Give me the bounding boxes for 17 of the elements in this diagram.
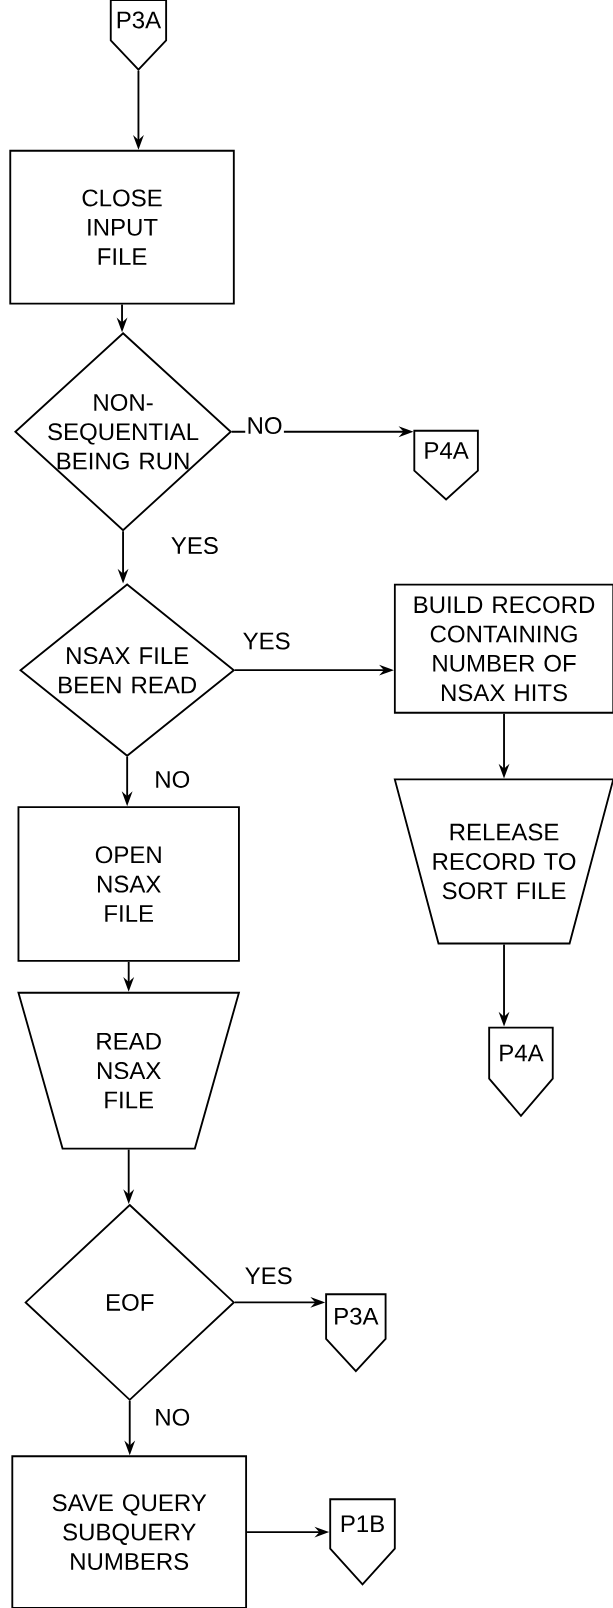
off-page-connector: P4A [488,1026,554,1118]
edge-label: NO [152,1407,192,1428]
input-output-box: RELEASE RECORD TO SORT FILE [393,778,613,945]
edge-label: YES [169,535,221,556]
process-box: BUILD RECORD CONTAINING NUMBER OF NSAX HITS [393,583,613,714]
off-page-connector: P3A [109,0,168,72]
edge-label: NO [245,415,284,436]
process-box: CLOSE INPUT FILE [9,149,235,305]
edge-label: NO [152,769,192,790]
process-box: OPEN NSAX FILE [17,806,240,962]
off-page-connector: P4A [413,429,479,501]
edge-label: YES [241,631,292,651]
off-page-connector: P1B [329,1498,396,1586]
input-output-box: READ NSAX FILE [17,991,241,1150]
off-page-connector: P3A [325,1293,387,1373]
process-box: SAVE QUERY SUBQUERY NUMBERS [11,1455,248,1608]
edge-label: YES [243,1265,294,1286]
